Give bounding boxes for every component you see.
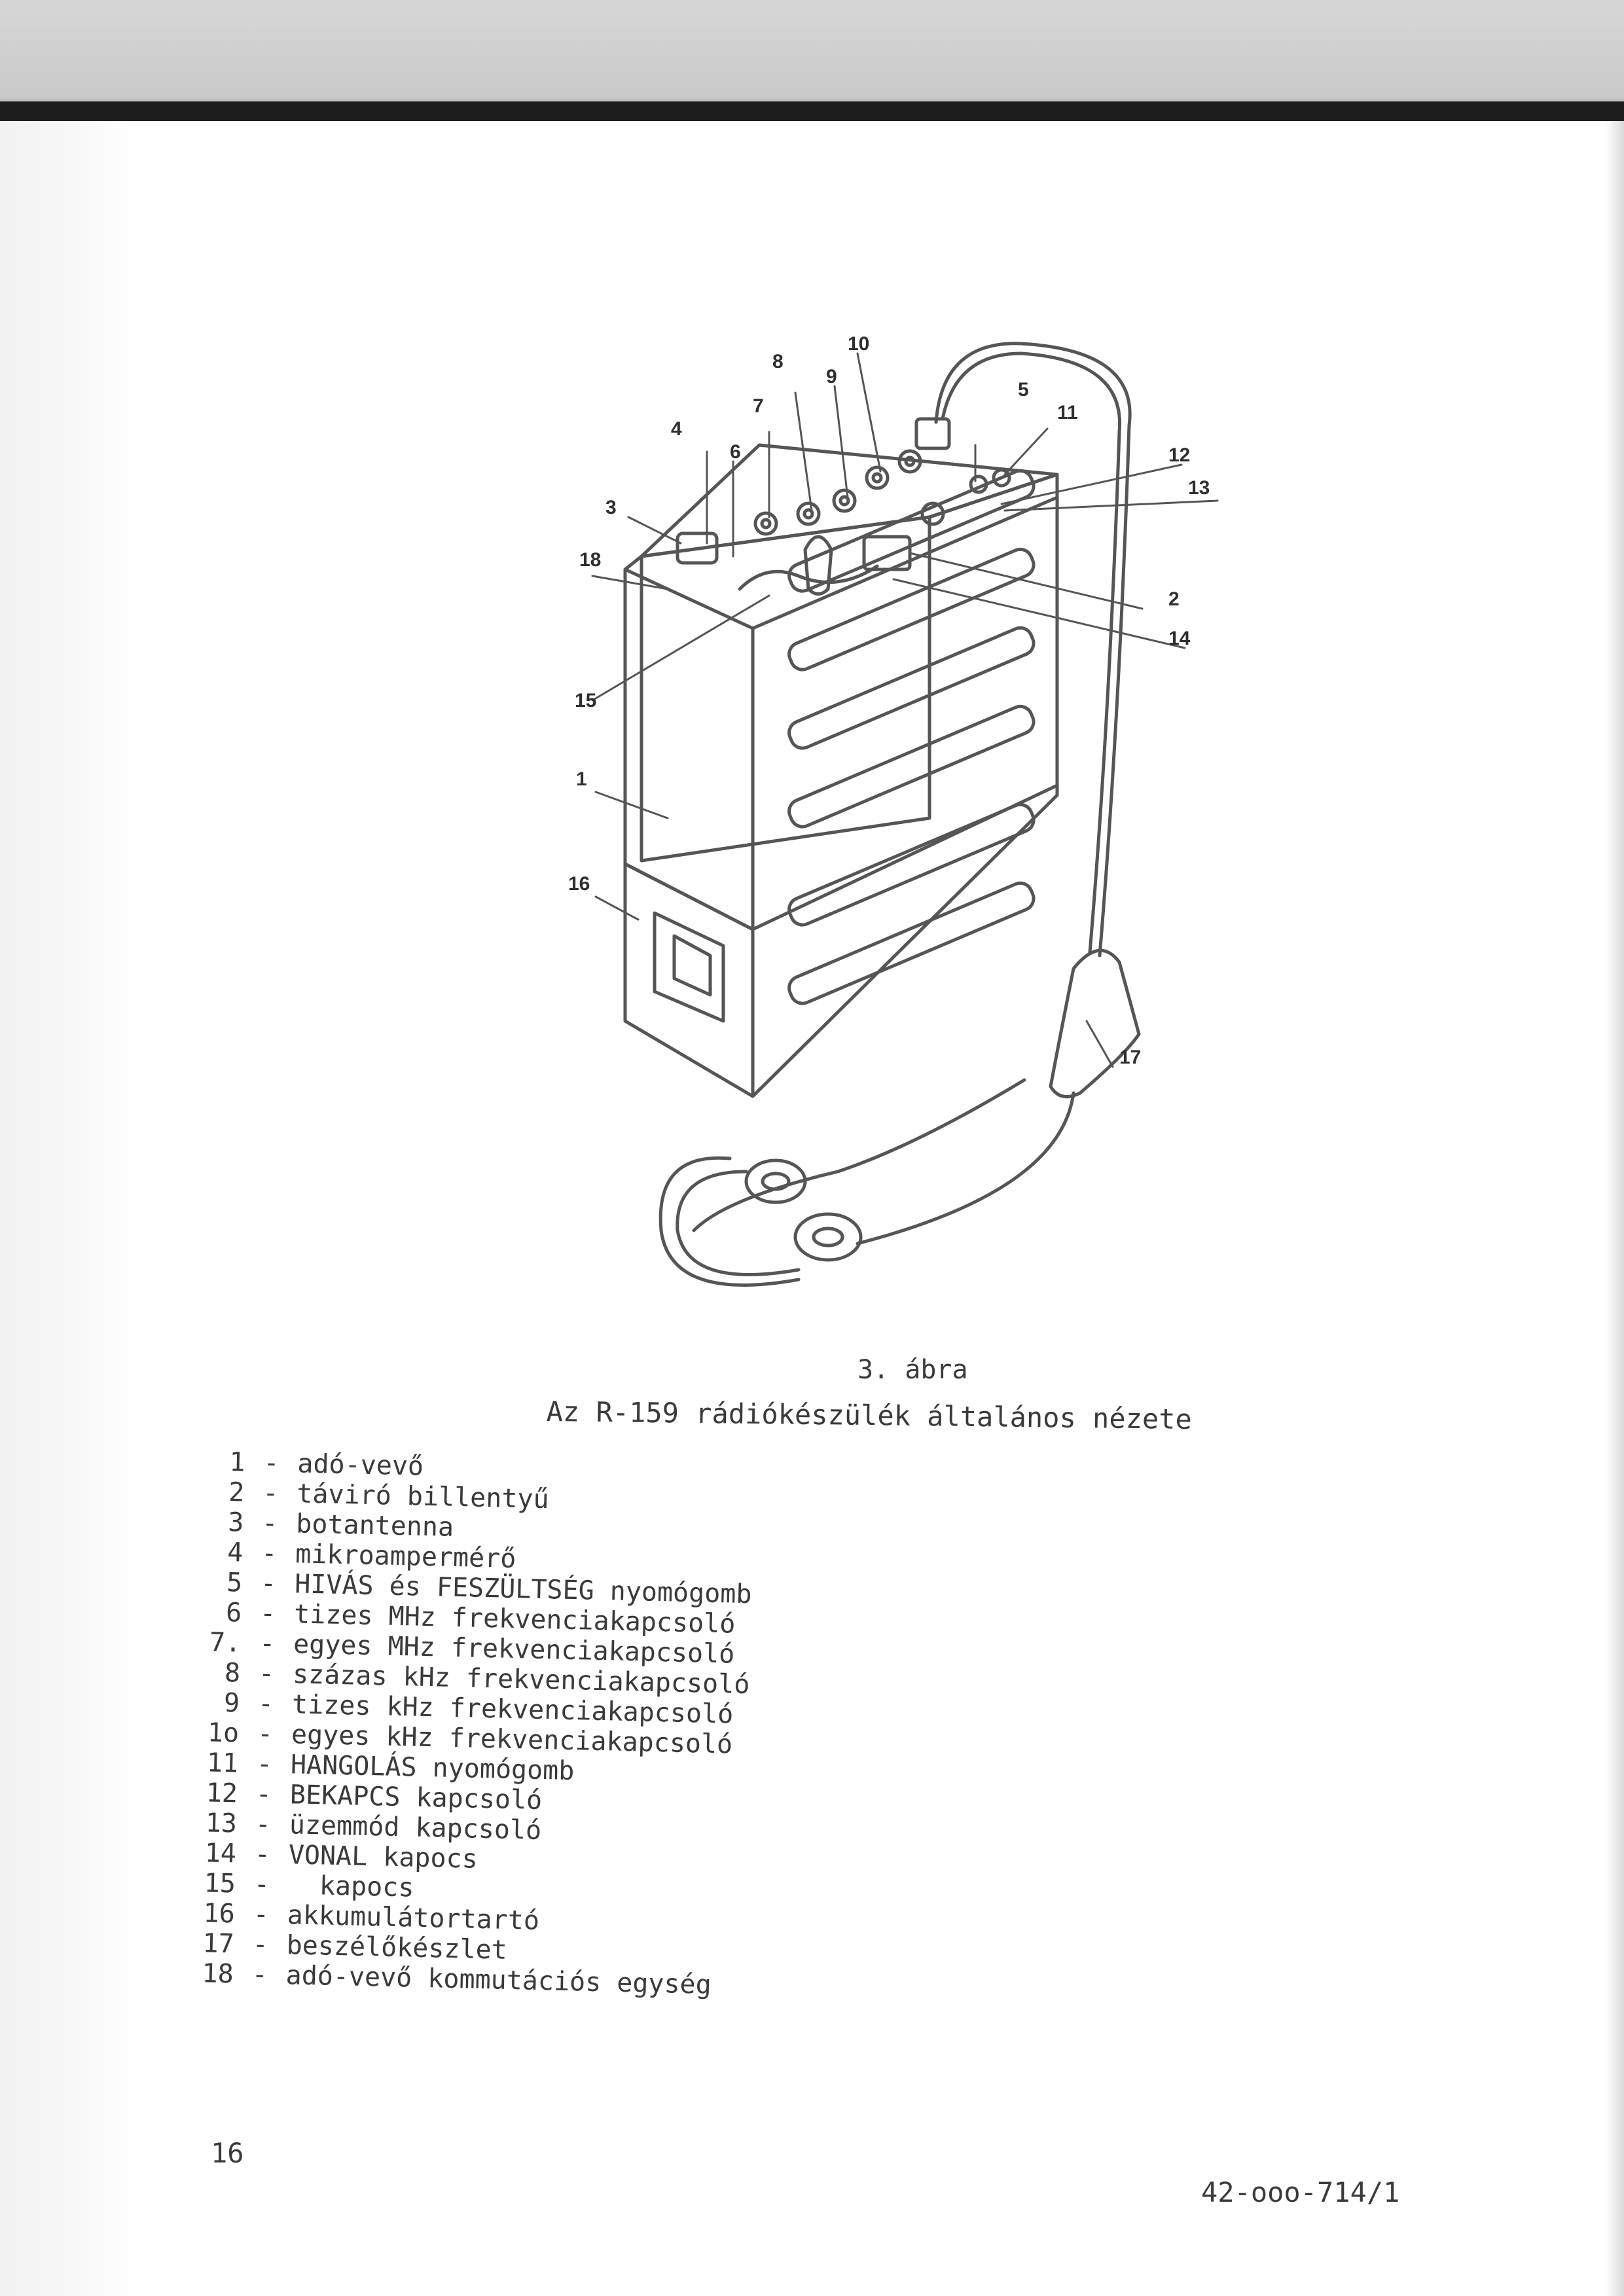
- legend-num: 17: [202, 1928, 235, 1960]
- legend-num: 7.: [209, 1627, 242, 1659]
- legend-num: 9: [223, 1687, 240, 1719]
- legend-num: 6: [225, 1597, 242, 1628]
- radio-body: [623, 443, 1059, 1098]
- leader-lines: [591, 352, 1219, 1068]
- fig-label-13: 13: [1188, 477, 1210, 499]
- fig-label-12: 12: [1168, 444, 1190, 466]
- legend-num: 14: [204, 1838, 237, 1869]
- legend-num: 15: [204, 1868, 236, 1899]
- figure-legend: 1-adó-vevő 2-táviró billentyű 3-botanten…: [187, 1446, 755, 2001]
- scan-right-margin: [1606, 121, 1624, 2296]
- page-number: 16: [211, 2137, 244, 2169]
- fig-label-18: 18: [579, 549, 601, 571]
- fig-label-17: 17: [1119, 1047, 1141, 1068]
- fig-label-15: 15: [575, 690, 596, 711]
- legend-text: kapocs: [287, 1870, 414, 1903]
- fig-label-2: 2: [1168, 588, 1180, 610]
- radio-set-drawing: 1 2 3 4 5 6 7 8 9 10 11 12 13 14 15 16 1…: [568, 333, 1219, 1287]
- fig-label-9: 9: [826, 366, 837, 387]
- fig-label-16: 16: [568, 873, 590, 895]
- legend-num: 1o: [207, 1717, 240, 1749]
- legend-num: 8: [224, 1657, 241, 1689]
- legend-num: 5: [226, 1567, 243, 1598]
- figure-labels: 1 2 3 4 5 6 7 8 9 10 11 12 13 14 15 16 1…: [568, 333, 1210, 1068]
- legend-text: beszélőkészlet: [286, 1930, 508, 1965]
- legend-num: 13: [205, 1808, 238, 1839]
- fig-label-7: 7: [753, 395, 764, 417]
- legend-text: VONAL kapocs: [288, 1840, 478, 1874]
- fig-label-11: 11: [1057, 402, 1078, 423]
- legend-num: 2: [228, 1477, 245, 1508]
- legend-num: 18: [202, 1958, 234, 1990]
- fig-label-8: 8: [772, 351, 784, 372]
- fig-label-6: 6: [730, 441, 741, 463]
- figure-number: 3. ábra: [857, 1355, 968, 1385]
- fig-label-3: 3: [605, 497, 617, 518]
- fig-label-14: 14: [1168, 628, 1191, 649]
- fig-label-1: 1: [576, 768, 587, 790]
- handset-cable: [692, 342, 1141, 1246]
- scan-top-edge: [0, 101, 1624, 121]
- legend-num: 16: [203, 1898, 236, 1929]
- headset: [659, 1156, 863, 1287]
- legend-num: 12: [206, 1778, 238, 1809]
- top-controls: [676, 417, 1011, 596]
- fig-label-10: 10: [848, 333, 869, 355]
- legend-text: mikroampermérő: [295, 1539, 516, 1575]
- figure-caption: Az R-159 rádiókészülék általános nézete: [546, 1395, 1193, 1436]
- legend-num: 1: [228, 1447, 245, 1478]
- legend-num: 11: [206, 1748, 239, 1779]
- fig-label-5: 5: [1018, 379, 1029, 401]
- scan-top-shadow: [0, 0, 1624, 115]
- document-code: 42-ooo-714/1: [1201, 2176, 1400, 2208]
- legend-num: 3: [227, 1507, 244, 1538]
- legend-num: 4: [226, 1537, 244, 1568]
- scan-left-margin: [0, 121, 147, 2296]
- handset-plug: [1049, 948, 1141, 1099]
- legend-text: botantenna: [295, 1509, 454, 1543]
- legend-text: adó-vevő: [297, 1448, 424, 1482]
- fig-label-4: 4: [671, 418, 682, 440]
